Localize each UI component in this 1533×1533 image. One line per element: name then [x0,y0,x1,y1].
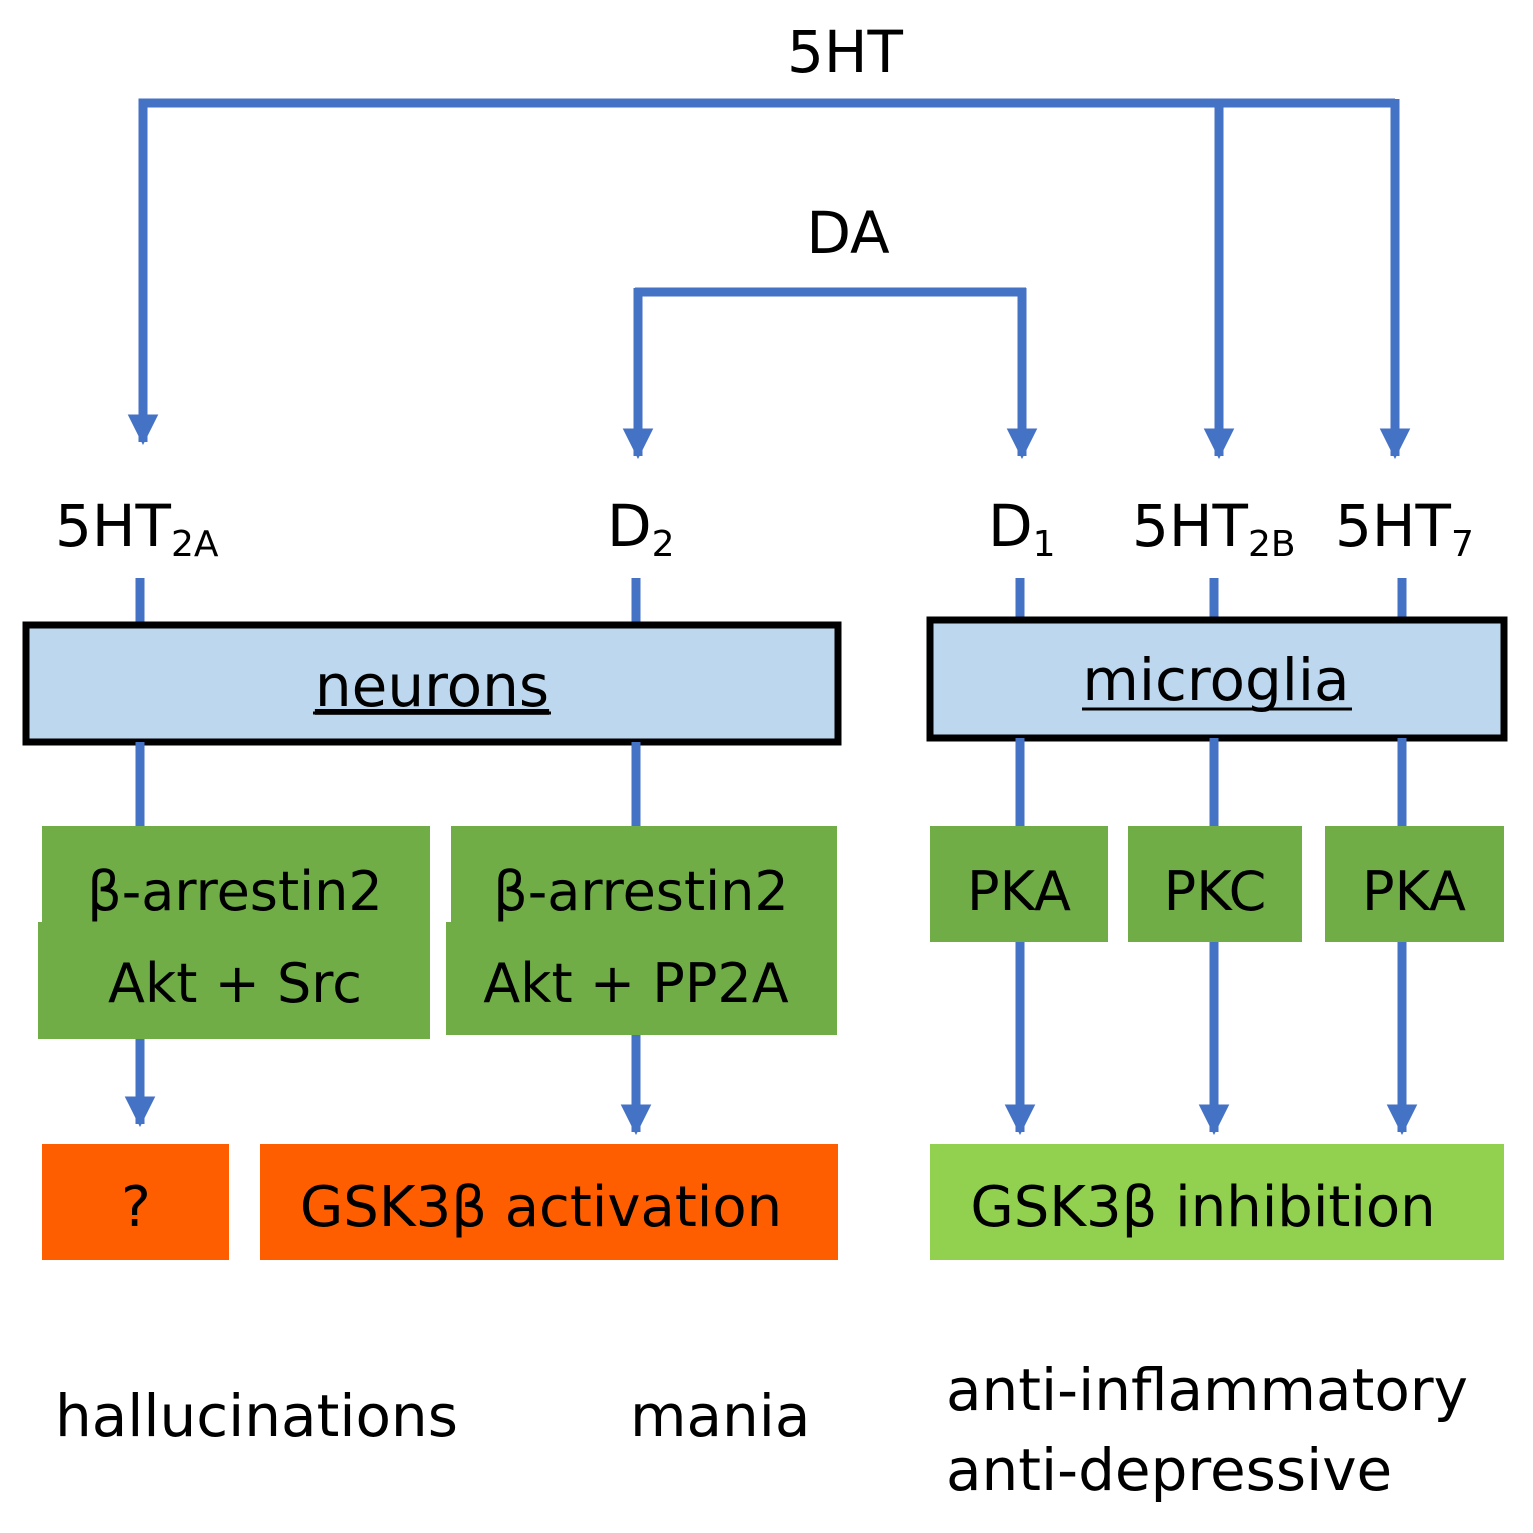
receptor-5ht7-base: 5HT [1335,492,1452,560]
neurons-label: neurons [315,652,549,720]
microglia-box [926,616,1508,742]
outcome-unknown-rect [42,1144,229,1260]
kinase-1-line1: β-arrestin2 [87,860,382,923]
receptor-5ht7-sub: 7 [1451,524,1474,565]
arrow-5ht-to-5ht2a [138,98,1395,108]
kinase-2-line2: Akt + PP2A [483,952,788,1015]
outcome-inhibition-rect [930,1144,1504,1260]
kinase-box-5-rect [1325,826,1504,942]
kinase-box-2-top [451,826,837,926]
kinase-outcome-arrows [124,942,1418,1136]
kinase-box-1: β-arrestin2 Akt + Src [38,826,430,1039]
receptor-d2: D2 [607,492,675,565]
receptor-connectors [135,578,1407,625]
effect-anti-inflammatory: anti-inflammatory [946,1356,1468,1424]
receptor-5ht2a-base: 5HT [55,492,172,560]
receptor-5ht2a-sub: 2A [171,524,219,565]
kinase-box-4-rect [1128,826,1302,942]
outcome-activation-rect [260,1144,838,1260]
receptor-d2-base: D [607,492,652,560]
neurons-box [22,621,842,746]
outcome-activation-box: GSK3β activation [260,1144,838,1260]
kinase-box-5: PKA [1325,826,1504,942]
kinase-2-line1: β-arrestin2 [493,860,788,923]
outcome-unknown-label: ? [121,1175,151,1240]
effect-anti-depressive: anti-depressive [946,1436,1392,1504]
ligand-5ht-label: 5HT [787,18,904,86]
effect-hallucinations: hallucinations [55,1382,458,1450]
kinase-5-label: PKA [1362,860,1466,923]
ligand-da-label: DA [806,199,890,267]
receptor-d1-sub: 1 [1033,524,1056,565]
kinase-4-label: PKC [1164,860,1267,923]
receptor-5ht2b-sub: 2B [1248,524,1296,565]
kinase-box-1-top [42,826,430,926]
receptor-5ht7: 5HT7 [1335,492,1474,565]
kinase-box-2: β-arrestin2 Akt + PP2A [446,826,837,1035]
kinase-box-3-rect [930,826,1108,942]
microglia-label: microglia [1082,646,1349,714]
serotonin-arrows [127,98,1411,460]
kinase-box-2-bottom [446,922,837,1035]
outcome-activation-label: GSK3β activation [300,1175,782,1240]
kinase-3-label: PKA [967,860,1071,923]
kinase-box-3: PKA [930,826,1108,942]
receptor-5ht2b: 5HT2B [1132,492,1296,565]
receptor-d1: D1 [988,492,1056,565]
kinase-box-1-bottom [38,922,430,1039]
kinase-1-line2: Akt + Src [108,952,362,1015]
effect-mania: mania [630,1382,810,1450]
receptor-5ht2b-base: 5HT [1132,492,1249,560]
receptor-d1-base: D [988,492,1033,560]
outcome-inhibition-box: GSK3β inhibition [930,1144,1504,1260]
receptor-d2-sub: 2 [652,524,675,565]
kinase-box-4: PKC [1128,826,1302,942]
outcome-unknown-box: ? [42,1144,229,1260]
receptor-5ht2a: 5HT2A [55,492,219,565]
dopamine-arrows [622,287,1038,460]
cell-kinase-connectors [135,738,1407,828]
outcome-inhibition-label: GSK3β inhibition [970,1175,1435,1240]
